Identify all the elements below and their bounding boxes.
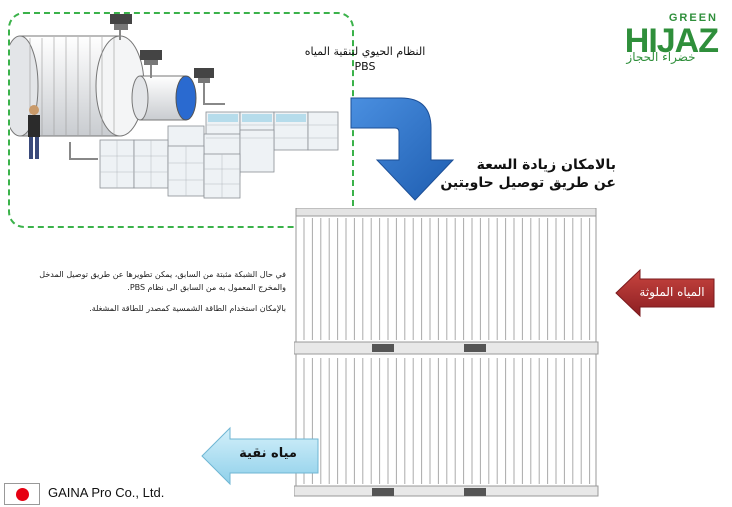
stacked-ibc-containers <box>294 208 599 497</box>
person-figure <box>28 105 40 159</box>
logo-tagline: خضراء الحجاز <box>626 50 696 64</box>
bottom-pallet <box>294 485 599 497</box>
network-note-line-3: بالإمكان استخدام الطاقة الشمسية كمصدر لل… <box>89 304 286 313</box>
pbs-system-title: النظام الحيوي لتنقية المياه PBS <box>286 44 444 74</box>
pallet-separator <box>294 341 599 355</box>
clean-water-label: مياه نقية <box>239 446 297 461</box>
ibc-container-array <box>99 111 339 199</box>
polluted-water-arrow-icon <box>615 268 715 318</box>
polluted-water-label: المياه الملوثة <box>639 285 705 299</box>
pump-units <box>110 14 214 83</box>
flow-arrow-icon <box>350 97 455 201</box>
lower-container <box>295 353 597 487</box>
network-upgrade-note: في حال الشبكة مثبتة من السابق، يمكن تطوي… <box>14 268 286 315</box>
upper-container <box>295 208 597 343</box>
capacity-expansion-note: بالامكان زيادة السعة عن طريق توصيل حاويت… <box>440 156 616 192</box>
logo-word-hijaz: HIJAZ <box>625 22 718 54</box>
pbs-plant-illustration <box>10 14 339 199</box>
japan-flag-icon <box>4 483 40 505</box>
pipes <box>69 30 225 160</box>
expansion-line-1: بالامكان زيادة السعة <box>476 157 616 173</box>
pbs-title-acronym: PBS <box>354 60 376 73</box>
network-note-line-1: في حال الشبكة مثبتة من السابق، يمكن تطوي… <box>39 270 286 279</box>
logo-word-green: GREEN <box>669 12 718 24</box>
network-note-line-2: والمخرج المعمول به من السابق الى نظام PB… <box>127 283 286 292</box>
pbs-title-arabic: النظام الحيوي لتنقية المياه <box>304 45 426 58</box>
green-hijaz-logo: GREEN HIJAZ <box>625 12 719 54</box>
expansion-line-2: عن طريق توصيل حاويتين <box>440 175 616 191</box>
clean-water-arrow-icon <box>201 426 319 486</box>
company-name: GAINA Pro Co., Ltd. <box>48 485 165 500</box>
small-tank <box>131 75 197 121</box>
